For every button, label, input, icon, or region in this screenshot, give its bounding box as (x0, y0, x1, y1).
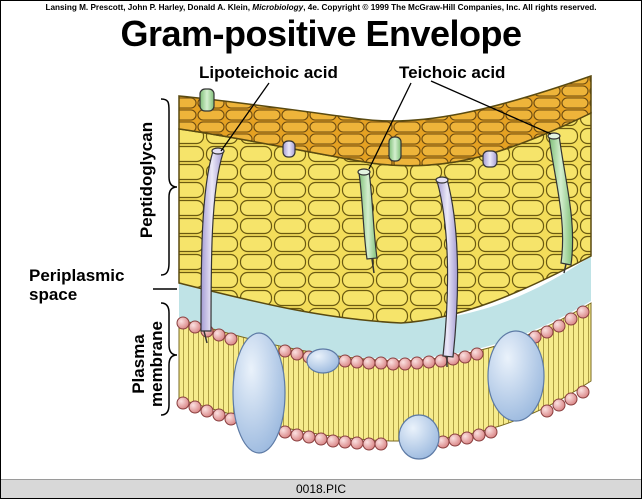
lipoteichoic-acid-strand (436, 178, 459, 358)
teichoic-tails (371, 258, 567, 274)
surface-stubs (199, 88, 498, 168)
envelope-diagram (153, 74, 592, 460)
periplasmic-space-label: Periplasmic space (29, 266, 124, 304)
credit-rest: , 4e. Copyright © 1999 The McGraw-Hill C… (303, 3, 597, 12)
plasma-membrane-bracket (160, 302, 178, 416)
periplasmic-label-line1: Periplasmic (29, 266, 125, 285)
credit-authors: Lansing M. Prescott, John P. Harley, Don… (45, 3, 253, 12)
credit-book: Microbiology (252, 3, 304, 12)
membrane-protein (398, 414, 440, 460)
region-brackets (153, 98, 178, 416)
teichoic-acid-strands (357, 132, 574, 266)
membrane-protein (306, 348, 340, 374)
lipoteichoic-tails (203, 330, 448, 367)
teichoic-acid-strand (358, 170, 378, 260)
plasma-membrane-label: Plasma membrane (129, 309, 166, 419)
teichoic-acid-strand (548, 134, 574, 266)
peptidoglycan-bracket (160, 98, 178, 276)
membrane-protein (487, 330, 545, 422)
plasma-label-line1: Plasma (129, 334, 148, 394)
teichoic-acid-label: Teichoic acid (399, 63, 506, 82)
lipid-heads-inner (176, 385, 590, 451)
peptidoglycan-label: Peptidoglycan (137, 121, 156, 239)
peptidoglycan-top-surface (178, 74, 592, 167)
membrane-protein (232, 332, 286, 454)
periplasmic-space (179, 256, 591, 359)
label-leader-lines (220, 80, 552, 170)
plasma-label-line2: membrane (147, 321, 166, 407)
copyright-credit: Lansing M. Prescott, John P. Harley, Don… (1, 3, 641, 12)
lipid-heads-outer (176, 305, 590, 371)
lipoteichoic-acid-label: Lipoteichoic acid (199, 63, 338, 82)
lipoteichoic-acid-strands (200, 147, 459, 358)
figure-title: Gram-positive Envelope (120, 13, 522, 54)
periplasmic-label-line2: space (29, 285, 78, 304)
file-name-footer: 0018.PIC (1, 479, 641, 498)
membrane-proteins (232, 330, 545, 460)
lipoteichoic-acid-strand (200, 150, 224, 332)
